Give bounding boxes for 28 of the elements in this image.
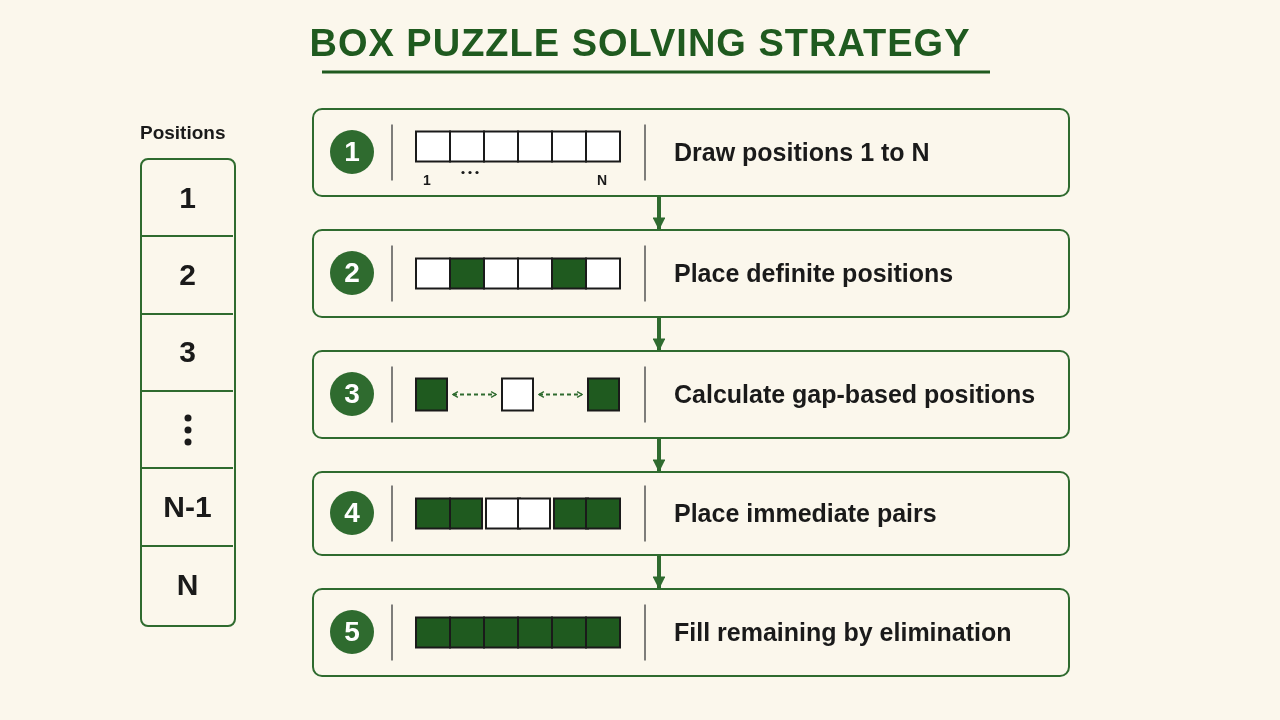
step-box xyxy=(312,350,1070,439)
step-box xyxy=(312,471,1070,556)
step-description: Place definite positions xyxy=(674,258,954,288)
column-heading: Positions xyxy=(140,122,226,144)
step-description: Draw positions 1 to N xyxy=(674,137,930,167)
step-box xyxy=(312,229,1070,318)
arrow xyxy=(652,197,666,231)
step-number: 3 xyxy=(330,372,374,416)
step-description: Fill remaining by elimination xyxy=(674,617,1012,647)
step-description: Calculate gap-based positions xyxy=(674,379,1036,409)
position-index: 1 xyxy=(423,172,431,188)
arrow xyxy=(652,556,666,590)
position-index: N xyxy=(597,172,608,188)
cell-label: 2 xyxy=(179,258,196,292)
step-number: 5 xyxy=(330,610,374,654)
arrow xyxy=(652,318,666,352)
cell-label: N-1 xyxy=(163,490,212,524)
step-description: Place immediate pairs xyxy=(674,498,937,528)
step-box xyxy=(312,588,1070,677)
cell-label: 3 xyxy=(179,335,196,370)
title: BOX PUZZLE SOLVING STRATEGY xyxy=(308,22,972,65)
step-box xyxy=(312,108,1070,197)
cell-label: N xyxy=(176,568,199,603)
step-number: 1 xyxy=(330,130,374,174)
step-number: 2 xyxy=(330,251,374,295)
cell-label: 1 xyxy=(179,180,196,215)
arrow xyxy=(652,439,666,473)
step-number: 4 xyxy=(330,491,374,535)
